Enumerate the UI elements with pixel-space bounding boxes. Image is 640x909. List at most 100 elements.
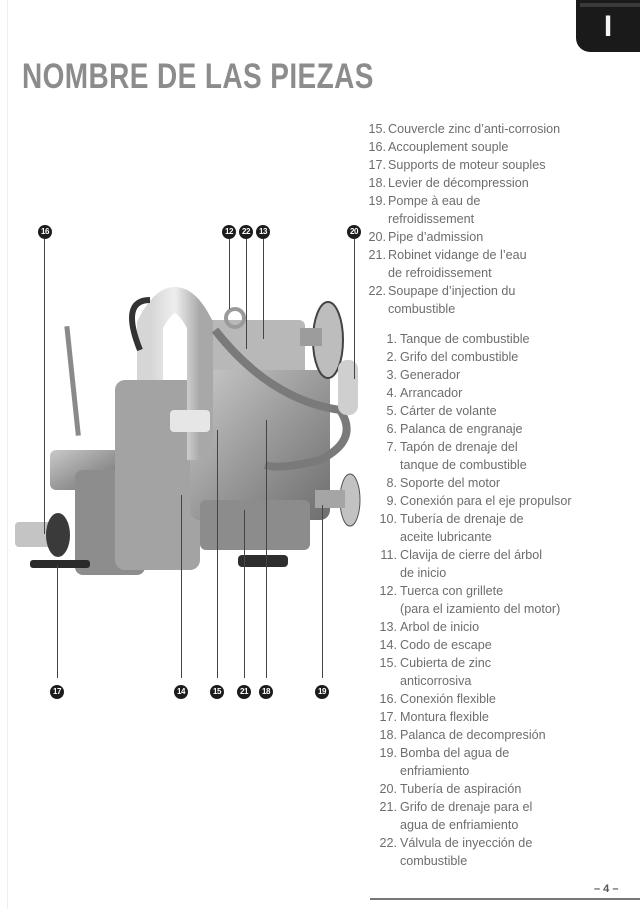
item-text: Palanca de decompresión	[400, 728, 546, 742]
list-item: 13.Arbol de inicio	[370, 618, 635, 636]
list-item: 8.Soporte del motor	[370, 474, 635, 492]
item-number: 19.	[379, 746, 397, 760]
item-text: Soupape d’injection du	[388, 284, 516, 298]
item-text-continuation: combustible	[400, 854, 468, 868]
item-number: 17.	[379, 710, 397, 724]
list-item: 20.Pipe d’admission	[361, 228, 640, 246]
list-item: 9.Conexión para el eje propulsor	[370, 492, 635, 510]
leader-line-12	[229, 239, 230, 309]
section-tab: I	[576, 0, 640, 52]
item-number: 17.	[368, 158, 386, 172]
item-number: 6.	[386, 422, 397, 436]
item-number: 22.	[379, 836, 397, 850]
list-item: 18.Palanca de decompresión	[370, 726, 635, 744]
list-item: 5.Cárter de volante	[370, 402, 635, 420]
item-number: 18.	[368, 176, 386, 190]
page-title: NOMBRE DE LAS PIEZAS	[22, 57, 374, 96]
item-number: 15.	[379, 656, 397, 670]
item-text: Pipe d’admission	[388, 230, 484, 244]
item-number: 14.	[379, 638, 397, 652]
item-number: 2.	[386, 350, 397, 364]
item-number: 20.	[368, 230, 386, 244]
item-text-continuation: anticorrosiva	[400, 674, 472, 688]
item-number: 10.	[379, 512, 397, 526]
page-edge	[7, 0, 8, 909]
item-text: Tapón de drenaje del	[400, 440, 518, 454]
callout-17: 17	[50, 685, 64, 699]
section-tab-label: I	[603, 10, 613, 43]
item-text: Tubería de drenaje de	[400, 512, 524, 526]
leader-line-21	[244, 510, 245, 678]
leader-line-19	[322, 505, 323, 678]
item-number: 4.	[386, 386, 397, 400]
page-number: – 4 –	[594, 883, 619, 895]
callout-15: 15	[210, 685, 224, 699]
item-number: 21.	[379, 800, 397, 814]
item-text: Grifo del combustible	[400, 350, 519, 364]
bottom-rule	[370, 898, 640, 900]
item-number: 9.	[386, 494, 397, 508]
item-text: Arrancador	[400, 386, 463, 400]
item-text: Bomba del agua de	[400, 746, 510, 760]
callout-12: 12	[222, 225, 236, 239]
callout-21: 21	[237, 685, 251, 699]
item-text-continuation: de inicio	[400, 566, 447, 580]
item-text: Conexión flexible	[400, 692, 496, 706]
list-item: 3.Generador	[370, 366, 635, 384]
item-text: Válvula de inyección de	[400, 836, 533, 850]
callout-16: 16	[38, 225, 52, 239]
callout-13: 13	[256, 225, 270, 239]
item-number: 1.	[386, 332, 397, 346]
item-number: 13.	[379, 620, 397, 634]
item-number: 16.	[379, 692, 397, 706]
item-text-continuation: de refroidissement	[388, 266, 492, 280]
list-item: 2.Grifo del combustible	[370, 348, 635, 366]
item-text: Robinet vidange de l’eau	[388, 248, 527, 262]
callout-22: 22	[239, 225, 253, 239]
item-number: 11.	[380, 548, 397, 562]
list-item: 20.Tubería de aspiración	[370, 780, 635, 798]
item-number: 16.	[368, 140, 386, 154]
leader-line-15	[217, 430, 218, 678]
list-item: 17.Montura flexible	[370, 708, 635, 726]
item-number: 12.	[379, 584, 397, 598]
item-text: Tuerca con grillete	[400, 584, 504, 598]
list-item: 15.Cubierta de zinc anticorrosiva	[370, 654, 635, 690]
item-number: 18.	[379, 728, 397, 742]
engine-diagram: 16 12 22 13 20 17 14 15 21 18 19	[10, 210, 370, 710]
item-number: 20.	[379, 782, 397, 796]
list-item: 12.Tuerca con grillete(para el izamiento…	[370, 582, 635, 618]
item-number: 22.	[368, 284, 386, 298]
item-text: Couvercle zinc d’anti-corrosion	[388, 122, 561, 136]
list-item: 22.Soupape d’injection du combustible	[361, 282, 640, 318]
item-number: 15.	[368, 122, 386, 136]
item-text-continuation: tanque de combustible	[400, 458, 527, 472]
item-text-continuation: refroidissement	[388, 212, 475, 226]
list-item: 17.Supports de moteur souples	[361, 156, 640, 174]
leader-line-18	[266, 420, 267, 678]
callout-19: 19	[315, 685, 329, 699]
item-text: Codo de escape	[400, 638, 492, 652]
item-text: Pompe à eau de	[388, 194, 481, 208]
list-item: 14.Codo de escape	[370, 636, 635, 654]
callout-20: 20	[347, 225, 361, 239]
list-item: 6.Palanca de engranaje	[370, 420, 635, 438]
item-text: Cubierta de zinc	[400, 656, 492, 670]
leader-line-20	[354, 239, 355, 379]
leader-line-14	[181, 495, 182, 678]
list-item: 1.Tanque de combustible	[370, 330, 635, 348]
item-text: Generador	[400, 368, 461, 382]
item-text-continuation: agua de enfriamiento	[400, 818, 519, 832]
list-item: 16.Accouplement souple	[361, 138, 640, 156]
item-text-continuation: combustible	[388, 302, 456, 316]
list-item: 15.Couvercle zinc d’anti-corrosion	[361, 120, 640, 138]
engine-illustration	[15, 287, 361, 575]
item-text: Supports de moteur souples	[388, 158, 546, 172]
item-text: Accouplement souple	[388, 140, 509, 154]
